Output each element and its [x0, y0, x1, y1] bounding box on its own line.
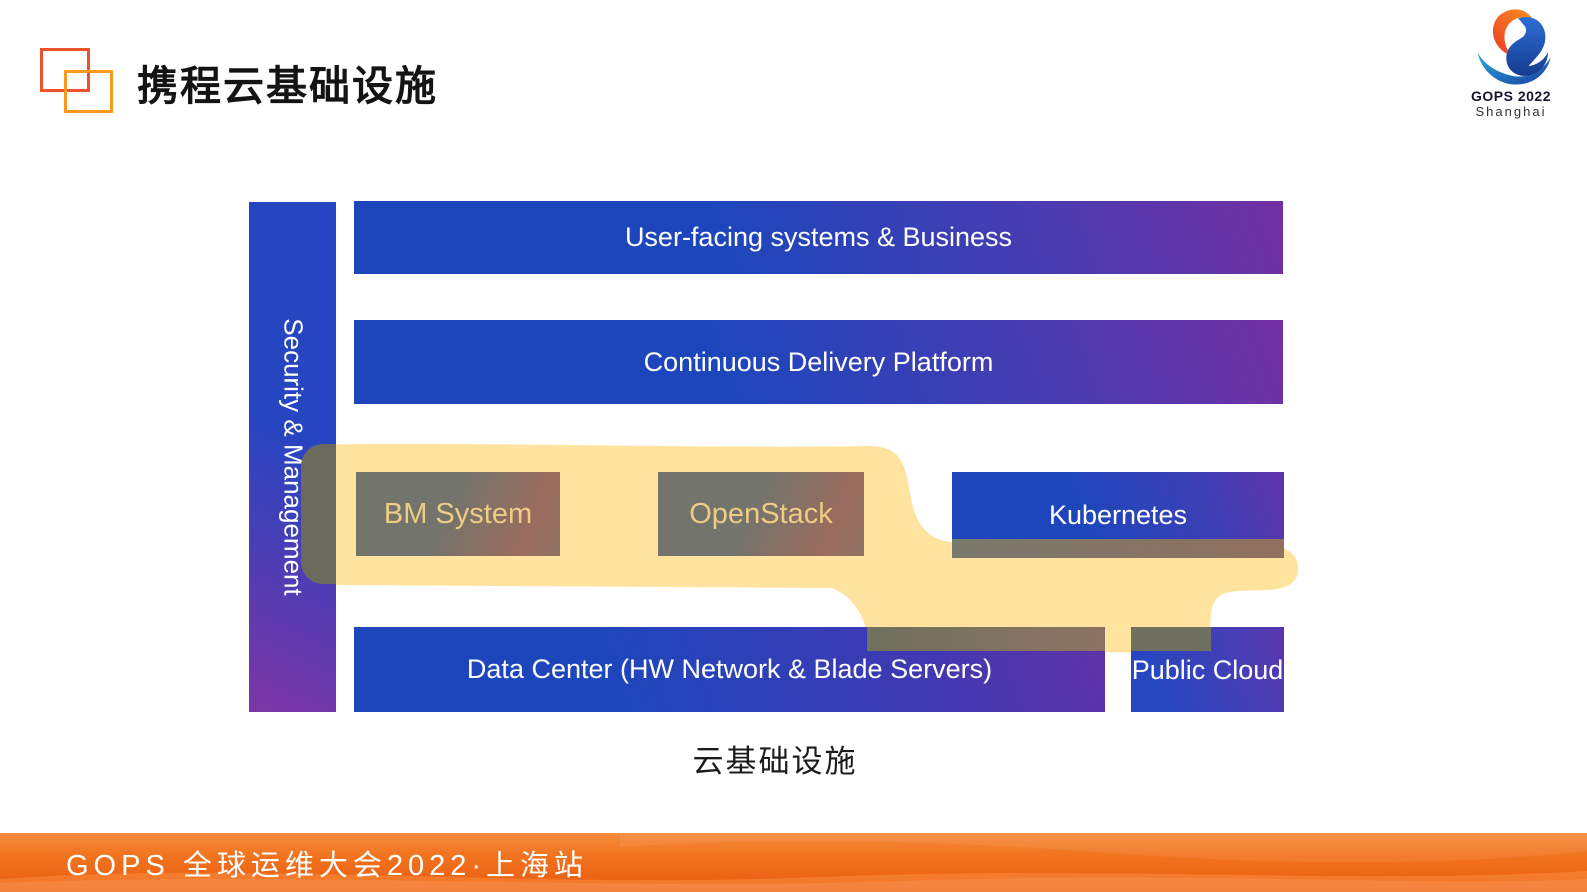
- box-data-center: Data Center (HW Network & Blade Servers): [354, 627, 1105, 712]
- box-bm-system: BM System: [356, 472, 560, 556]
- gops-logo-city: Shanghai: [1475, 104, 1547, 119]
- security-management-bar: Security & Management: [249, 202, 336, 712]
- layer-user-facing: User-facing systems & Business: [354, 201, 1283, 274]
- footer-wave-decoration: [0, 833, 1587, 892]
- ink-over-public-cloud: [1131, 627, 1211, 651]
- ctrip-squares-logo-icon: [40, 48, 113, 113]
- diagram-caption: 云基础设施: [692, 744, 858, 779]
- ink-over-data-center: [867, 627, 1105, 651]
- layer-continuous-delivery-label: Continuous Delivery Platform: [643, 346, 994, 377]
- layer-continuous-delivery: Continuous Delivery Platform: [354, 320, 1283, 404]
- box-kubernetes-label: Kubernetes: [1048, 499, 1188, 530]
- box-bm-system-label: BM System: [383, 497, 533, 530]
- gops-swirl-icon: [1477, 9, 1551, 85]
- box-openstack-label: OpenStack: [689, 497, 833, 530]
- footer-conference-text: GOPS 全球运维大会2022·上海站: [66, 849, 589, 882]
- logo-square-orange: [64, 70, 113, 113]
- footer-banner: GOPS 全球运维大会2022·上海站: [0, 833, 1587, 892]
- box-public-cloud-label: Public Cloud: [1131, 654, 1284, 685]
- gops-logo-text: GOPS 2022: [1471, 88, 1551, 104]
- box-public-cloud: Public Cloud: [1131, 627, 1284, 712]
- box-openstack: OpenStack: [658, 472, 864, 556]
- box-kubernetes: Kubernetes: [952, 472, 1284, 558]
- page-title: 携程云基础设施: [137, 63, 438, 109]
- gops-conference-logo: GOPS 2022 Shanghai: [1458, 6, 1564, 122]
- ink-over-kubernetes: [952, 539, 1284, 558]
- layer-user-facing-label: User-facing systems & Business: [624, 222, 1013, 252]
- ink-over-security-bar: [301, 444, 336, 584]
- box-data-center-label: Data Center (HW Network & Blade Servers): [466, 654, 993, 684]
